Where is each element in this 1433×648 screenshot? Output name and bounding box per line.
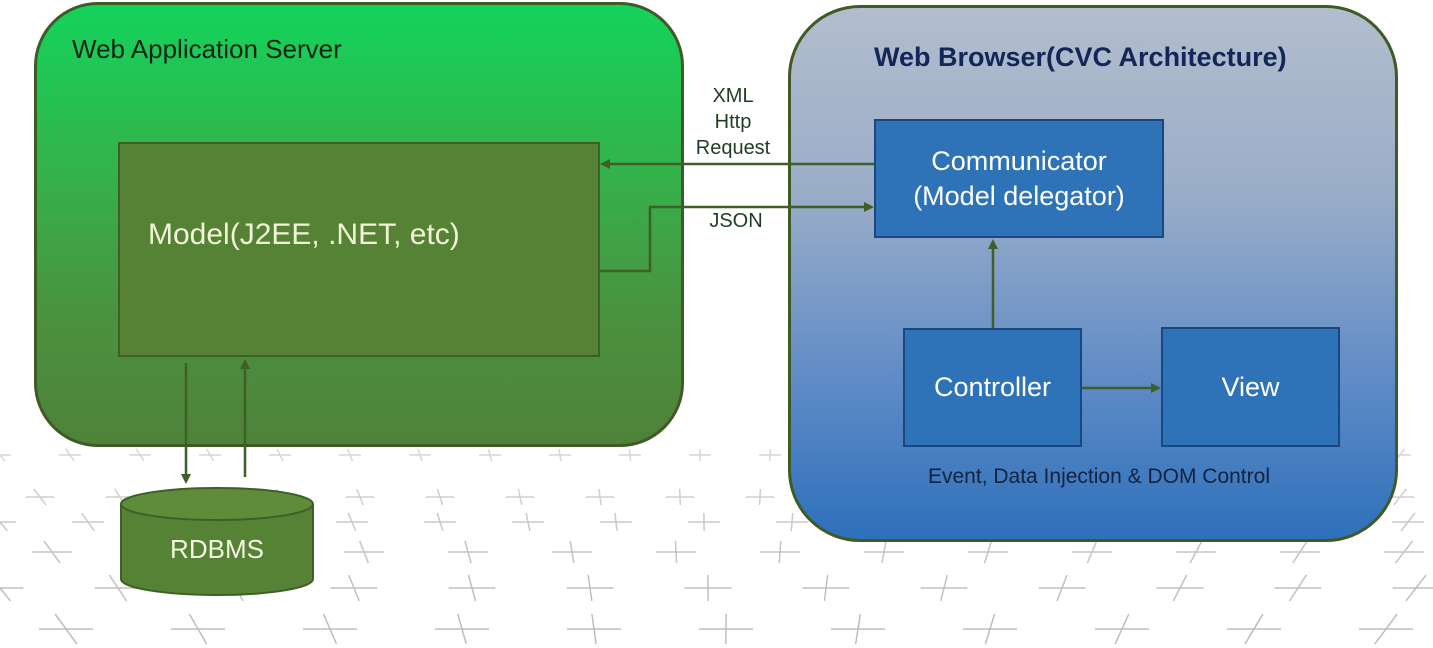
grid-cross [760,540,800,564]
grid-cross [1391,512,1425,532]
grid-cross [864,540,904,564]
grid-cross [1095,613,1149,645]
grid-cross [920,574,968,602]
grid-cross [1072,540,1112,564]
grid-cross [409,448,431,462]
grid-cross [479,448,501,462]
grid-cross [303,613,357,645]
controller-label: Controller [933,372,1052,402]
model-box: Model(J2EE, .NET, etc) [118,142,600,357]
browser-caption: Event, Data Injection & DOM Control [928,465,1270,488]
communicator-label: Communicator [931,145,1107,176]
view-box: View [1161,327,1340,447]
grid-cross [1280,540,1320,564]
grid-cross [199,448,221,462]
grid-cross [1392,574,1433,602]
grid-cross [330,574,378,602]
grid-cross [1038,574,1086,602]
grid-cross [566,574,614,602]
grid-cross [1359,613,1413,645]
grid-cross [0,586,24,602]
grid-cross [511,512,545,532]
grid-cross [345,488,375,506]
web-application-server-title: Web Application Server [72,34,342,64]
grid-cross [425,488,455,506]
grid-cross [689,448,711,462]
grid-cross [552,540,592,564]
response-arrow [600,202,874,273]
grid-cross [1227,613,1281,645]
grid-cross [344,540,384,564]
grid-cross [549,448,571,462]
request-label: XML Http Request [688,83,778,161]
grid-cross [585,488,615,506]
web-browser-panel [788,5,1398,542]
grid-cross [567,613,621,645]
grid-cross [687,512,721,532]
grid-cross [505,488,535,506]
request-label-line3: Request [695,137,771,159]
grid-cross [448,540,488,564]
web-browser-title: Web Browser(CVC Architecture) [874,42,1287,72]
rdbms-label: RDBMS [170,534,264,564]
controller-box: Controller [903,328,1082,447]
grid-cross [269,448,291,462]
grid-cross [435,613,489,645]
request-label-line1: XML [712,85,754,107]
rdbms-cylinder [120,487,314,596]
grid-cross [759,448,781,462]
grid-cross [665,488,695,506]
grid-cross [1274,574,1322,602]
grid-cross [656,540,696,564]
grid-cross [963,613,1017,645]
grid-cross [1176,540,1216,564]
grid-cross [448,574,496,602]
response-label: JSON [709,210,763,232]
grid-cross [339,448,361,462]
grid-cross [1384,540,1424,564]
grid-cross [0,453,11,462]
grid-cross [171,613,225,645]
grid-cross [1156,574,1204,602]
grid-cross [25,488,55,506]
grid-cross [968,540,1008,564]
grid-cross [59,448,81,462]
grid-cross [39,613,93,645]
grid-cross [619,448,641,462]
cylinder-body [120,504,314,596]
grid-cross [699,613,753,645]
grid-cross [802,574,850,602]
grid-cross [335,512,369,532]
grid-cross [775,512,809,532]
model-label: Model(J2EE, .NET, etc) [148,217,460,251]
grid-cross [71,512,105,532]
grid-cross [32,540,72,564]
grid-cross [423,512,457,532]
cylinder-top [120,487,314,521]
grid-cross [831,613,885,645]
request-label-line2: Http [714,111,752,133]
grid-cross [599,512,633,532]
view-label: View [1221,371,1280,402]
grid-cross [0,520,17,532]
communicator-sublabel: (Model delegator) [913,180,1125,211]
grid-cross [684,574,732,602]
communicator-box: Communicator (Model delegator) [874,119,1164,238]
grid-cross [129,448,151,462]
grid-cross [745,488,775,506]
